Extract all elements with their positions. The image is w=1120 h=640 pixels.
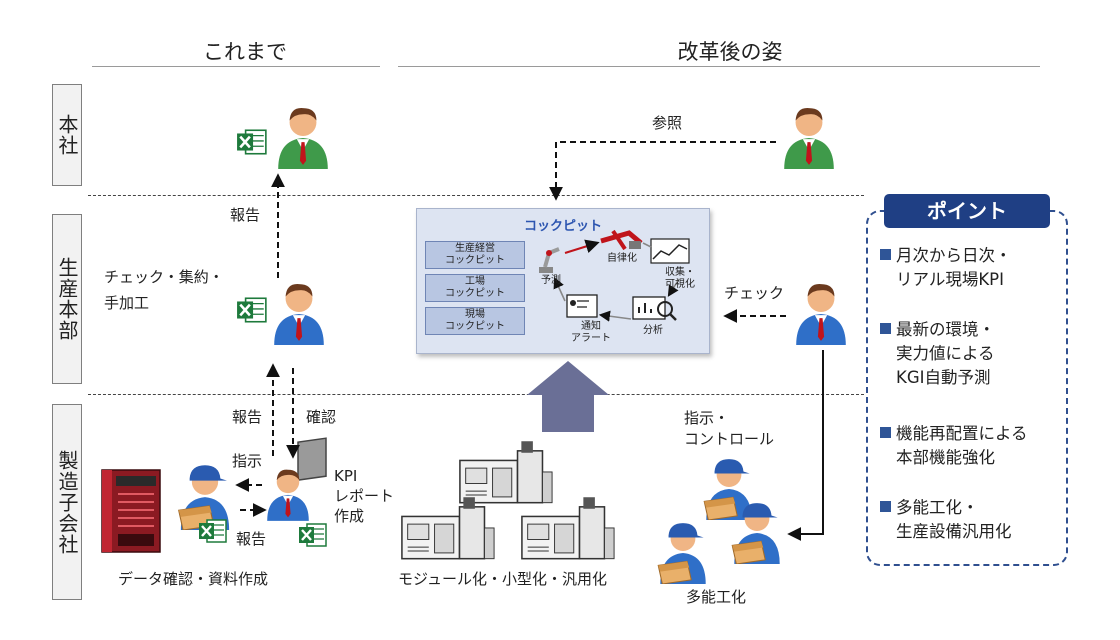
staff-icon-honbu-before <box>274 283 324 346</box>
excel-icon-honbu <box>236 296 268 324</box>
machine-icon-2 <box>401 496 495 560</box>
cockpit-button-genba[interactable]: 現場 コックピット <box>425 307 525 335</box>
header-before: これまで <box>203 40 287 64</box>
staff-icon-honbu-after <box>796 283 846 346</box>
label-module: モジュール化・小型化・汎用化 <box>398 570 607 588</box>
point-item-4: 多能工化・ 生産設備汎用化 <box>880 496 1062 544</box>
point-item-2: 最新の環境・ 実力値による KGI自動予測 <box>880 318 1062 390</box>
label-tanou: 多能工化 <box>686 588 747 606</box>
visualize-chart-icon <box>650 238 690 264</box>
cockpit-title: コックピット <box>523 219 602 234</box>
row-separator-1 <box>88 195 864 196</box>
row-label-honsha: 本社 <box>52 84 82 186</box>
cockpit-node-tsuuchi: 通知 アラート <box>571 321 611 344</box>
cockpit-node-shuushuu: 収集・ 可視化 <box>665 267 695 290</box>
bullet-square-icon <box>880 427 891 438</box>
row-label-seisan-honbu: 生産本部 <box>52 214 82 384</box>
point-title: ポイント <box>884 194 1050 228</box>
cockpit-panel: コックピット 生産経営 コックピット 工場 コックピット 現場 コックピット <box>416 208 710 354</box>
header-underline-left <box>92 66 380 67</box>
row-separator-2 <box>88 394 864 395</box>
label-shiji-control: 指示・ コントロール <box>684 409 775 448</box>
bullet-square-icon <box>880 249 891 260</box>
arrow-shiji-control <box>787 350 824 541</box>
label-check-right: チェック <box>724 284 785 302</box>
cockpit-node-bunseki: 分析 <box>643 325 663 336</box>
label-kakunin: 確認 <box>306 408 337 426</box>
label-houkoku-upper: 報告 <box>230 206 261 224</box>
bullet-square-icon <box>880 501 891 512</box>
point-box <box>866 210 1068 566</box>
label-check-shuuyaku: チェック・集約・ 手加工 <box>104 268 224 312</box>
excel-icon-kpi <box>298 522 328 548</box>
cockpit-button-koujou[interactable]: 工場 コックピット <box>425 274 525 302</box>
worker-icon-multiskill-2 <box>657 522 707 584</box>
up-arrow-to-cockpit <box>527 361 609 432</box>
label-houkoku-low: 報告 <box>236 530 267 548</box>
robot-arm-icon <box>539 247 560 273</box>
manager-icon-honsha-after <box>784 107 834 170</box>
label-kpi-report: KPI レポート 作成 <box>334 467 395 525</box>
header-underline-right <box>398 66 1040 67</box>
analysis-magnifier-icon <box>632 296 677 321</box>
label-data-kakunin: データ確認・資料作成 <box>118 570 269 588</box>
header-after: 改革後の姿 <box>677 40 783 64</box>
pc-monitor-icon <box>297 437 327 481</box>
row-label-seizou-kogaisha: 製造子会社 <box>52 404 82 600</box>
cockpit-button-seisan-keiei[interactable]: 生産経営 コックピット <box>425 241 525 269</box>
label-sankou: 参照 <box>652 114 683 132</box>
alert-notify-icon <box>566 294 598 318</box>
excel-icon-honsha <box>236 128 268 156</box>
cockpit-node-jiritsu: 自律化 <box>607 253 637 264</box>
autonomous-arm-icon <box>600 229 643 251</box>
machine-icon-1 <box>459 440 553 504</box>
point-item-3: 機能再配置による 本部機能強化 <box>880 422 1062 470</box>
cockpit-cycle-graphic <box>539 229 690 322</box>
plc-device-icon <box>101 469 161 553</box>
machine-icon-3 <box>521 496 615 560</box>
arrow-sankou <box>549 141 776 201</box>
point-item-1: 月次から日次・ リアル現場KPI <box>880 244 1062 292</box>
excel-icon-worker <box>198 518 228 544</box>
label-shiji-left: 指示 <box>232 452 263 470</box>
bullet-square-icon <box>880 323 891 334</box>
label-houkoku-mid: 報告 <box>232 408 263 426</box>
manager-icon-honsha-before <box>278 107 328 170</box>
cockpit-node-yosoku: 予測 <box>541 275 561 286</box>
